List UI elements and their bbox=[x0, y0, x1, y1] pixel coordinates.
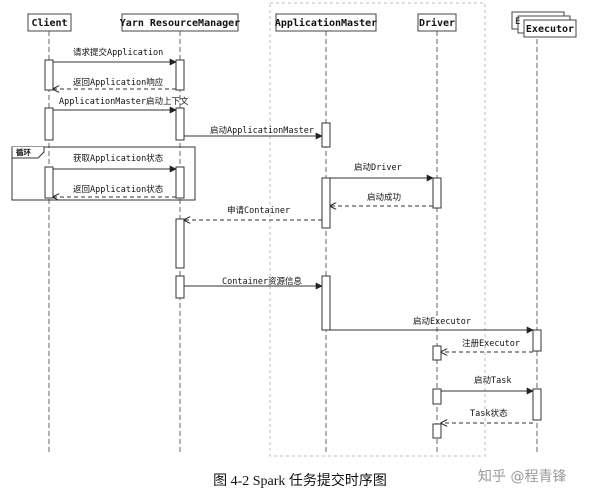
activation-driver bbox=[432, 177, 442, 209]
message-label: 申请Container bbox=[227, 205, 290, 216]
figure-caption: 图 4-2 Spark 任务提交时序图 bbox=[213, 474, 387, 489]
activation-client bbox=[44, 166, 54, 199]
participant-driver-box bbox=[417, 13, 457, 32]
executor-back-label: E bbox=[515, 17, 520, 27]
participant-am-label: ApplicationMaster bbox=[275, 17, 377, 29]
message-label: Container资源信息 bbox=[222, 276, 303, 287]
activation-driver bbox=[432, 388, 442, 405]
participant-driver-label: Driver bbox=[419, 17, 455, 29]
message-label: 启动成功 bbox=[367, 192, 401, 203]
message-label: 启动ApplicationMaster bbox=[210, 125, 314, 136]
message-label: 启动Task bbox=[474, 375, 511, 386]
participant-client-box bbox=[27, 13, 72, 32]
activation-client bbox=[44, 59, 54, 91]
message-label: Task状态 bbox=[470, 408, 508, 419]
message-label: 启动Executor bbox=[413, 316, 471, 327]
participant-executor-label: Executor bbox=[526, 24, 574, 35]
activation-rm bbox=[175, 59, 185, 91]
activation-am bbox=[321, 177, 331, 229]
watermark: 知乎 @程青锋 bbox=[478, 469, 567, 485]
participant-am-box bbox=[275, 13, 377, 32]
activation-executor bbox=[532, 388, 542, 421]
activation-client bbox=[44, 107, 54, 141]
message-label: 启动Driver bbox=[354, 162, 402, 173]
message-label: 返回Application状态 bbox=[73, 184, 164, 195]
message-label: 返回Application响应 bbox=[73, 77, 164, 88]
message-label: 请求提交Application bbox=[73, 47, 163, 58]
activation-executor bbox=[532, 329, 542, 352]
am-driver-container-frame bbox=[269, 2, 486, 457]
activation-rm bbox=[175, 275, 185, 299]
activation-rm bbox=[175, 218, 185, 269]
message-label: 获取Application状态 bbox=[73, 153, 164, 164]
participant-rm-label: Yarn ResourceManager bbox=[120, 18, 240, 29]
loop-label-tab bbox=[11, 147, 45, 159]
participant-executor-box bbox=[523, 19, 577, 38]
activation-am bbox=[321, 275, 331, 331]
loop-fragment bbox=[11, 146, 196, 201]
message-label: 注册Executor bbox=[462, 338, 520, 349]
activation-rm bbox=[175, 107, 185, 141]
activation-rm bbox=[175, 166, 185, 199]
activation-driver bbox=[432, 423, 442, 439]
activation-am bbox=[321, 122, 331, 148]
activation-driver bbox=[432, 345, 442, 361]
loop-label: 循环 bbox=[16, 147, 31, 157]
participant-client-label: Client bbox=[31, 17, 67, 29]
message-label: ApplicationMaster启动上下文 bbox=[59, 96, 189, 107]
participant-rm-box bbox=[121, 13, 239, 32]
